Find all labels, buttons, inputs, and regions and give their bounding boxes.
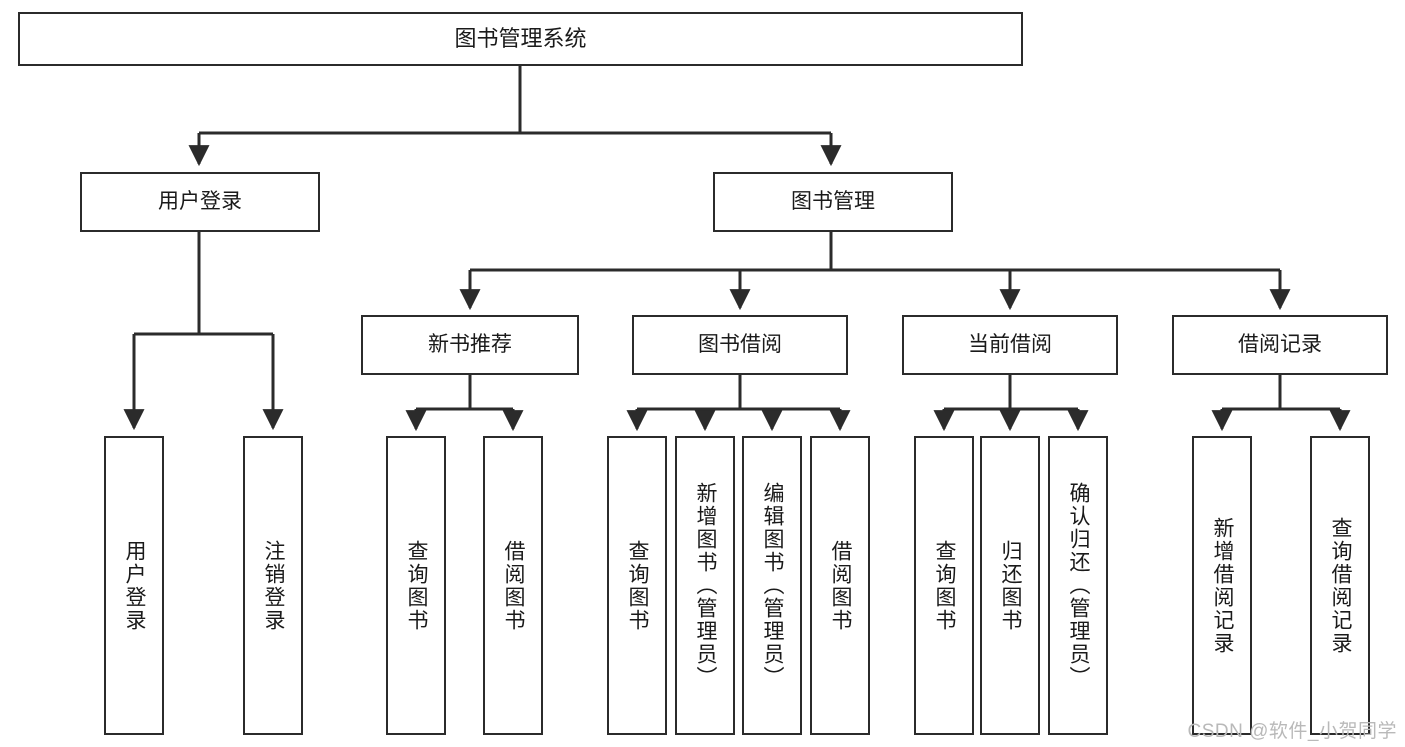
node-leaf-logout[interactable]: 注销登录 [243, 436, 303, 735]
node-book-borrow-label: 图书借阅 [698, 332, 782, 356]
node-root-label: 图书管理系统 [454, 26, 587, 52]
node-root[interactable]: 图书管理系统 [18, 12, 1023, 66]
node-book-manage[interactable]: 图书管理 [713, 172, 953, 232]
node-user-login-label: 用户登录 [158, 189, 242, 213]
node-user-login[interactable]: 用户登录 [80, 172, 320, 232]
node-leaf-query-book-rec-label: 查询图书 [405, 539, 429, 632]
node-leaf-add-borrow-record[interactable]: 新增借阅记录 [1192, 436, 1252, 735]
node-leaf-user-login[interactable]: 用户登录 [104, 436, 164, 735]
watermark: CSDN @软件_小贺同学 [1187, 721, 1397, 742]
node-book-borrow[interactable]: 图书借阅 [632, 315, 848, 375]
node-leaf-confirm-return[interactable]: 确认归还（管理员） [1048, 436, 1108, 735]
node-leaf-add-book[interactable]: 新增图书（管理员） [675, 436, 735, 735]
node-borrow-record-label: 借阅记录 [1238, 332, 1322, 356]
node-leaf-edit-book-label: 编辑图书（管理员） [761, 482, 785, 689]
node-leaf-return-book[interactable]: 归还图书 [980, 436, 1040, 735]
node-leaf-add-borrow-record-label: 新增借阅记录 [1211, 516, 1235, 655]
node-leaf-confirm-return-label: 确认归还（管理员） [1067, 482, 1091, 689]
node-leaf-query-book-rec[interactable]: 查询图书 [386, 436, 446, 735]
node-leaf-query-book-label: 查询图书 [626, 539, 650, 632]
node-current-borrow-label: 当前借阅 [968, 332, 1052, 356]
node-leaf-return-book-label: 归还图书 [999, 539, 1023, 632]
node-leaf-borrow-book-rec-label: 借阅图书 [502, 539, 526, 632]
node-leaf-add-book-label: 新增图书（管理员） [694, 482, 718, 689]
node-current-borrow[interactable]: 当前借阅 [902, 315, 1118, 375]
node-new-book-rec-label: 新书推荐 [428, 332, 512, 356]
node-leaf-logout-label: 注销登录 [262, 539, 286, 632]
node-borrow-record[interactable]: 借阅记录 [1172, 315, 1388, 375]
node-leaf-query-book-current[interactable]: 查询图书 [914, 436, 974, 735]
node-leaf-query-book-current-label: 查询图书 [933, 539, 957, 632]
node-leaf-query-borrow-record-label: 查询借阅记录 [1329, 516, 1353, 655]
node-new-book-rec[interactable]: 新书推荐 [361, 315, 579, 375]
node-leaf-borrow-book[interactable]: 借阅图书 [810, 436, 870, 735]
node-leaf-edit-book[interactable]: 编辑图书（管理员） [742, 436, 802, 735]
node-leaf-borrow-book-label: 借阅图书 [829, 539, 853, 632]
node-book-manage-label: 图书管理 [791, 189, 875, 213]
node-leaf-query-borrow-record[interactable]: 查询借阅记录 [1310, 436, 1370, 735]
node-leaf-user-login-label: 用户登录 [123, 539, 147, 632]
node-leaf-query-book[interactable]: 查询图书 [607, 436, 667, 735]
node-leaf-borrow-book-rec[interactable]: 借阅图书 [483, 436, 543, 735]
